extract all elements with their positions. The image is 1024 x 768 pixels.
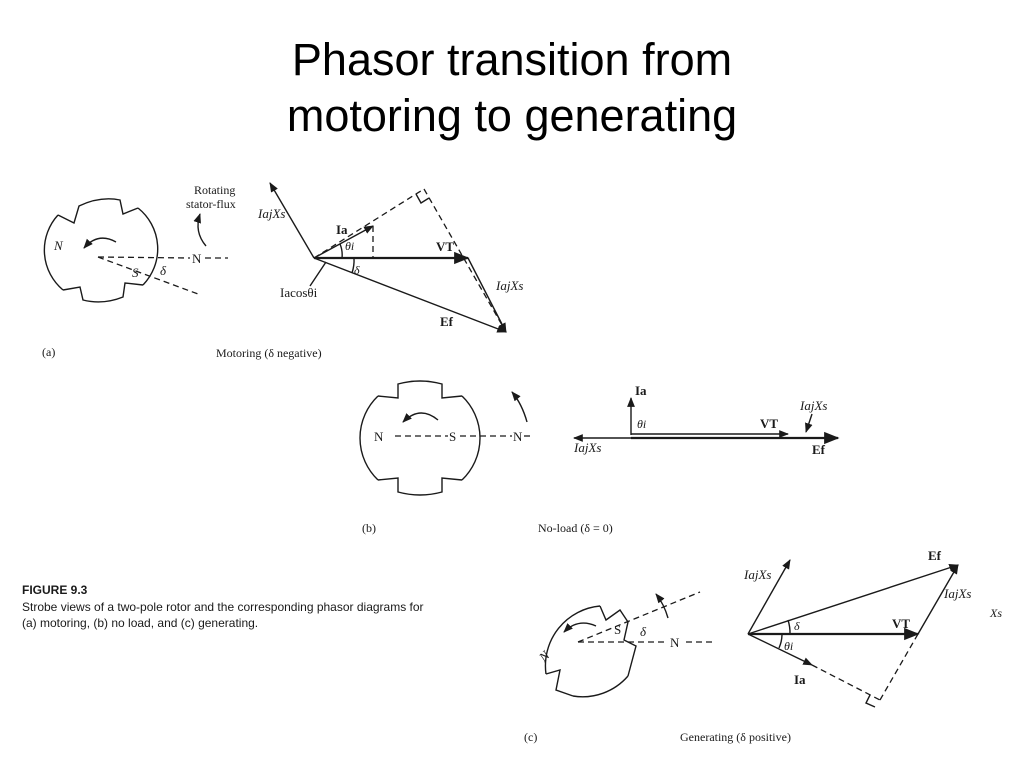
phasor-c-label-theta: θi bbox=[784, 639, 793, 653]
rotating-label-1: Rotating bbox=[194, 183, 235, 197]
panel-b: N S N Ia θi VT IajXs IajXs Ef (b) No-loa… bbox=[359, 380, 840, 535]
phasor-a-label-iajxs-right: IajXs bbox=[495, 278, 523, 293]
phasor-a-dash-2 bbox=[423, 188, 507, 333]
rotation-arrow-b bbox=[402, 412, 439, 423]
delta-a: δ bbox=[160, 263, 167, 278]
title-line-1: Phasor transition from bbox=[291, 34, 733, 85]
rotor-c-pole-right bbox=[599, 605, 637, 677]
phasor-a-right-angle bbox=[415, 193, 430, 204]
phasor-c-right-angle bbox=[865, 694, 876, 708]
stray-xs-label: Xs bbox=[989, 606, 1002, 620]
slide-title: Phasor transition from motoring to gener… bbox=[0, 32, 1024, 144]
phasor-a-label-delta: δ bbox=[354, 263, 360, 277]
phasor-b-label-iajxs-left: IajXs bbox=[573, 440, 601, 455]
delta-c: δ bbox=[640, 624, 647, 639]
phasor-c-label-ef: Ef bbox=[928, 548, 942, 563]
phasor-c-iajxs-left bbox=[747, 559, 791, 635]
phasor-a-label-iajxs-left: IajXs bbox=[257, 206, 285, 221]
phasor-c-dash-2 bbox=[879, 633, 919, 701]
phasor-a-label-ef: Ef bbox=[440, 314, 454, 329]
phasor-c-label-iajxs-right: IajXs bbox=[943, 586, 971, 601]
rotor-pole-line-c bbox=[577, 591, 701, 643]
panel-a: N N S δ Rotating stator-flux IajXs Ia θi… bbox=[42, 182, 523, 360]
stator-a-s: S bbox=[132, 265, 139, 280]
rotating-label-2: stator-flux bbox=[186, 197, 236, 211]
rotor-b-pole-top bbox=[377, 380, 463, 399]
figure-caption-line-1: Strobe views of a two-pole rotor and the… bbox=[22, 600, 424, 614]
panel-a-caption: Motoring (δ negative) bbox=[216, 346, 322, 360]
rotor-b-s: S bbox=[449, 429, 456, 444]
stator-c-s: S bbox=[614, 622, 621, 637]
phasor-diagram-c: IajXs Ef IajXs δ VT θi Ia bbox=[743, 548, 971, 708]
phasor-b-label-theta: θi bbox=[637, 417, 646, 431]
phasor-b-label-vt: VT bbox=[760, 416, 778, 431]
figure-caption-heading: FIGURE 9.3 bbox=[22, 583, 88, 597]
phasor-a-label-theta: θi bbox=[345, 239, 354, 253]
phasor-c-ia bbox=[747, 633, 813, 666]
phasor-c-delta-arc bbox=[787, 619, 791, 635]
phasor-a-label-vt: VT bbox=[436, 239, 454, 254]
stator-a-n: N bbox=[192, 251, 202, 266]
title-line-2: motoring to generating bbox=[286, 90, 738, 141]
phasor-c-label-delta: δ bbox=[794, 619, 800, 633]
rotating-flux-arrow-b bbox=[511, 391, 528, 423]
phasor-c-label-vt: VT bbox=[892, 616, 910, 631]
stator-c-n: N bbox=[670, 635, 680, 650]
phasor-a-theta-arc bbox=[339, 243, 343, 259]
rotating-flux-arrow-c bbox=[655, 593, 669, 619]
phasor-diagram-b: Ia θi VT IajXs IajXs Ef bbox=[573, 383, 840, 457]
phasor-b-label-ia: Ia bbox=[635, 383, 647, 398]
panel-b-caption: No-load (δ = 0) bbox=[538, 521, 613, 535]
phasor-a-ia bbox=[313, 225, 374, 259]
rotor-b: N S N bbox=[359, 380, 534, 496]
phasor-a-iacos-leader bbox=[309, 261, 327, 287]
phasor-c-label-iajxs-left: IajXs bbox=[743, 567, 771, 582]
panel-b-tag: (b) bbox=[362, 521, 376, 535]
phasor-diagram-a: IajXs Ia θi VT δ Iacosθi IajXs Ef bbox=[257, 182, 523, 333]
rotating-flux-arrow-a bbox=[193, 213, 207, 247]
rotor-c: N S δ N bbox=[535, 591, 712, 698]
rotation-arrow-a bbox=[83, 237, 117, 249]
figure-caption: FIGURE 9.3 Strobe views of a two-pole ro… bbox=[22, 583, 424, 630]
figure-caption-line-2: (a) motoring, (b) no load, and (c) gener… bbox=[22, 616, 258, 630]
phasor-c-theta-arc bbox=[778, 633, 783, 649]
rotor-c-body bbox=[544, 605, 629, 698]
phasor-b-label-iajxs-top: IajXs bbox=[799, 398, 827, 413]
rotor-b-body bbox=[359, 395, 481, 481]
phasor-b-label-ef: Ef bbox=[812, 442, 826, 457]
rotor-c-n: N bbox=[535, 647, 553, 665]
stator-b-n: N bbox=[513, 429, 523, 444]
phasor-a-label-iacos: Iacosθi bbox=[280, 285, 318, 300]
phasor-a-dash-1 bbox=[313, 188, 425, 259]
phasor-a-iajxs-left bbox=[269, 182, 315, 259]
panel-c-caption: Generating (δ positive) bbox=[680, 730, 791, 744]
phasor-a-delta-arc bbox=[351, 257, 355, 274]
phasor-a-label-ia: Ia bbox=[336, 222, 348, 237]
rotor-a-pole-top bbox=[57, 198, 139, 225]
panel-a-tag: (a) bbox=[42, 345, 55, 359]
phasor-c-dash-1 bbox=[811, 664, 881, 701]
phasor-c-iajxs-right bbox=[917, 564, 959, 635]
rotor-c-pole-left bbox=[545, 669, 574, 697]
phasor-c-ef bbox=[747, 564, 959, 635]
rotor-a-pole-bottom bbox=[62, 282, 144, 303]
phasor-c-label-ia: Ia bbox=[794, 672, 806, 687]
panel-c-tag: (c) bbox=[524, 730, 537, 744]
phasor-b-iajxs-leader bbox=[805, 413, 813, 433]
rotor-axis-a bbox=[97, 256, 191, 259]
rotor-b-pole-bottom bbox=[377, 477, 463, 496]
rotation-arrow-c bbox=[563, 622, 597, 633]
rotor-pole-line-a bbox=[97, 256, 199, 295]
phasor-a-ef bbox=[313, 257, 507, 333]
rotor-a: N N S δ Rotating stator-flux bbox=[43, 183, 236, 303]
rotor-b-n: N bbox=[374, 429, 384, 444]
rotor-a-n: N bbox=[53, 238, 64, 253]
panel-c: N S δ N IajXs Ef IajXs δ VT θi Ia (c) Ge… bbox=[524, 548, 971, 744]
